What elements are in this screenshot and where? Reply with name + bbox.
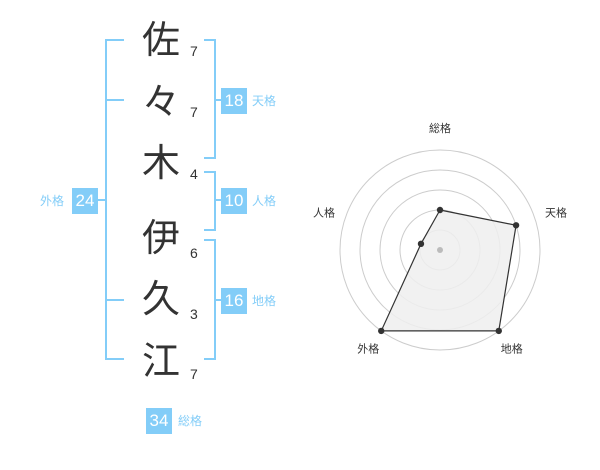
radar-point-1 — [436, 206, 444, 214]
soukaku-value: 34 — [146, 408, 172, 434]
radar-axis-label: 人格 — [313, 205, 335, 219]
radar-axis-label: 総格 — [429, 121, 451, 135]
jinkaku-label: 人格 — [252, 194, 277, 208]
name-char-2: 々 — [141, 80, 180, 124]
tenkaku-bracket — [204, 39, 216, 159]
radar-axis-label: 外格 — [357, 342, 379, 356]
chikaku-value: 16 — [221, 288, 247, 314]
name-char-1: 佐 — [141, 18, 180, 62]
soukaku-label: 総格 — [178, 414, 203, 428]
name-char-5: 久 — [141, 277, 180, 321]
stroke-count-3: 4 — [190, 166, 198, 182]
gaikaku-bracket — [105, 39, 124, 360]
radar-point-4 — [378, 327, 385, 335]
radar-point-3 — [495, 327, 502, 335]
radar-point-2 — [512, 222, 520, 229]
stroke-count-5: 3 — [190, 306, 198, 322]
tenkaku-label: 天格 — [252, 94, 277, 108]
radar-area — [380, 209, 517, 332]
chikaku-label: 地格 — [252, 294, 277, 308]
gaikaku-label: 外格 — [40, 194, 65, 208]
gaikaku-value: 24 — [72, 188, 98, 214]
name-char-6: 江 — [141, 339, 180, 383]
radar-point-5 — [417, 240, 425, 248]
name-char-4: 伊 — [141, 216, 180, 260]
radar-axis-label: 天格 — [545, 205, 567, 219]
name-char-3: 木 — [141, 141, 180, 185]
stroke-count-1: 7 — [190, 43, 198, 59]
stroke-count-4: 6 — [190, 245, 198, 261]
chikaku-bracket — [204, 239, 216, 360]
stroke-count-2: 7 — [190, 104, 198, 120]
radar-axis-label: 地格 — [501, 342, 523, 356]
stroke-count-6: 7 — [190, 366, 198, 382]
jinkaku-bracket — [204, 171, 216, 231]
radar-center — [437, 247, 443, 253]
radar-ring — [339, 149, 541, 351]
tenkaku-value: 18 — [221, 88, 247, 114]
jinkaku-value: 10 — [221, 188, 247, 214]
